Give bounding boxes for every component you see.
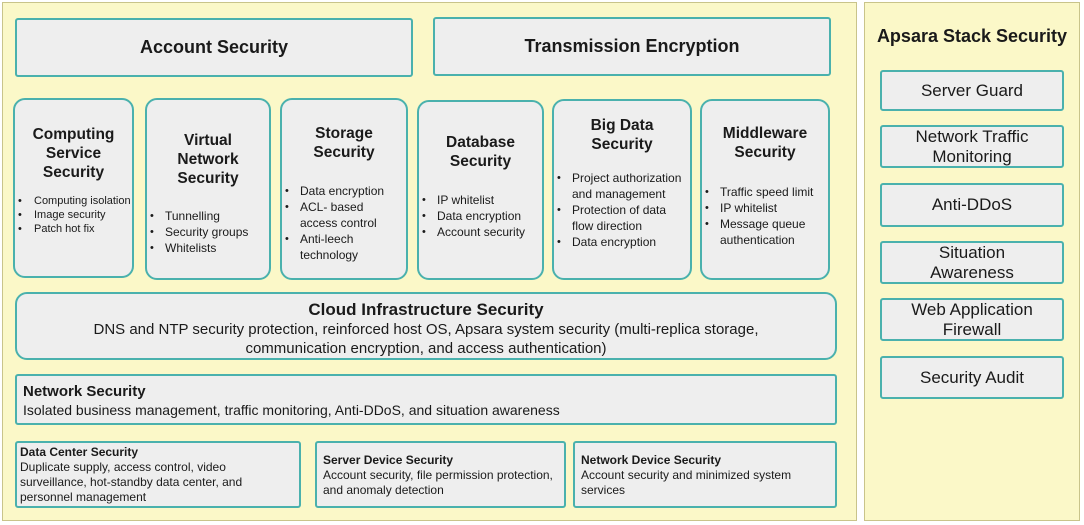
service-title: Computing Service Security [32, 126, 115, 181]
network-security-box: Network Security Isolated business manag… [15, 374, 837, 425]
list-item: Message queue authentication [702, 216, 824, 248]
apsara-stack-security-title: Apsara Stack Security [876, 26, 1068, 46]
list-item: IP whitelist [419, 192, 538, 208]
side-item-label: Network Traffic Monitoring [915, 126, 1029, 166]
network-device-security-text: Account security and minimized system se… [581, 468, 792, 497]
anti-ddos-item: Anti-DDoS [880, 183, 1064, 227]
side-item-label: Security Audit [920, 367, 1024, 387]
service-title: Storage Security [313, 125, 375, 161]
server-guard-item: Server Guard [880, 70, 1064, 111]
virtual-network-security-box: Virtual Network Security Tunnelling Secu… [145, 98, 271, 280]
network-device-security-title: Network Device Security [581, 453, 722, 467]
server-device-security-title: Server Device Security [323, 453, 454, 467]
list-item: Account security [419, 224, 538, 240]
side-item-label: Anti-DDoS [931, 195, 1013, 214]
data-center-security-box: Data Center Security Duplicate supply, a… [15, 441, 301, 508]
side-item-label: Situation Awareness [930, 242, 1014, 282]
account-security-box: Account Security [15, 18, 413, 77]
storage-security-box: Storage Security Data encryption ACL- ba… [280, 98, 408, 280]
service-list: IP whitelist Data encryption Account sec… [419, 192, 542, 240]
list-item: Patch hot fix [15, 222, 132, 236]
service-list: Project authorization and management Pro… [554, 170, 690, 250]
data-center-security-text: Duplicate supply, access control, video … [20, 460, 243, 504]
network-traffic-monitoring-item: Network Traffic Monitoring [880, 125, 1064, 168]
network-security-title: Network Security [23, 383, 146, 400]
side-item-label: Web Application Firewall [911, 299, 1033, 339]
side-item-label: Server Guard [920, 80, 1024, 100]
list-item: Traffic speed limit [702, 184, 824, 200]
database-security-box: Database Security IP whitelist Data encr… [417, 100, 544, 280]
service-list: Data encryption ACL- based access contro… [282, 183, 406, 263]
data-center-security-title: Data Center Security [20, 445, 139, 459]
list-item: Whitelists [147, 240, 269, 256]
account-security-label: Account Security [139, 37, 289, 57]
computing-service-security-box: Computing Service Security Computing iso… [13, 98, 134, 278]
service-list: Tunnelling Security groups Whitelists [147, 208, 269, 256]
list-item: Security groups [147, 224, 269, 240]
list-item: Anti-leech technology [282, 231, 402, 263]
service-list: Traffic speed limit IP whitelist Message… [702, 184, 828, 248]
service-list: Computing isolation Image security Patch… [15, 194, 132, 236]
big-data-security-box: Big Data Security Project authorization … [552, 99, 692, 280]
cloud-infrastructure-security-box: Cloud Infrastructure Security DNS and NT… [15, 292, 837, 360]
security-audit-item: Security Audit [880, 356, 1064, 399]
list-item: Tunnelling [147, 208, 269, 224]
service-title: Virtual Network Security [177, 132, 239, 187]
situation-awareness-item: Situation Awareness [880, 241, 1064, 284]
list-item: Data encryption [554, 234, 686, 250]
list-item: Data encryption [282, 183, 402, 199]
transmission-encryption-box: Transmission Encryption [433, 17, 831, 76]
list-item: ACL- based access control [282, 199, 402, 231]
service-title: Database Security [446, 134, 515, 170]
transmission-encryption-label: Transmission Encryption [524, 36, 740, 56]
cloud-infrastructure-title: Cloud Infrastructure Security [308, 300, 544, 319]
list-item: Image security [15, 208, 132, 222]
list-item: Project authorization and management [554, 170, 686, 202]
server-device-security-text: Account security, file permission protec… [323, 468, 553, 497]
list-item: IP whitelist [702, 200, 824, 216]
middleware-security-box: Middleware Security Traffic speed limit … [700, 99, 830, 280]
list-item: Data encryption [419, 208, 538, 224]
web-application-firewall-item: Web Application Firewall [880, 298, 1064, 341]
network-device-security-box: Network Device Security Account security… [573, 441, 837, 508]
list-item: Protection of data flow direction [554, 202, 686, 234]
network-security-text: Isolated business management, traffic mo… [23, 402, 560, 418]
list-item: Computing isolation [15, 194, 132, 208]
server-device-security-box: Server Device Security Account security,… [315, 441, 566, 508]
service-title: Middleware Security [722, 125, 808, 161]
service-title: Big Data Security [590, 117, 654, 153]
cloud-infrastructure-text: DNS and NTP security protection, reinfor… [93, 321, 759, 357]
